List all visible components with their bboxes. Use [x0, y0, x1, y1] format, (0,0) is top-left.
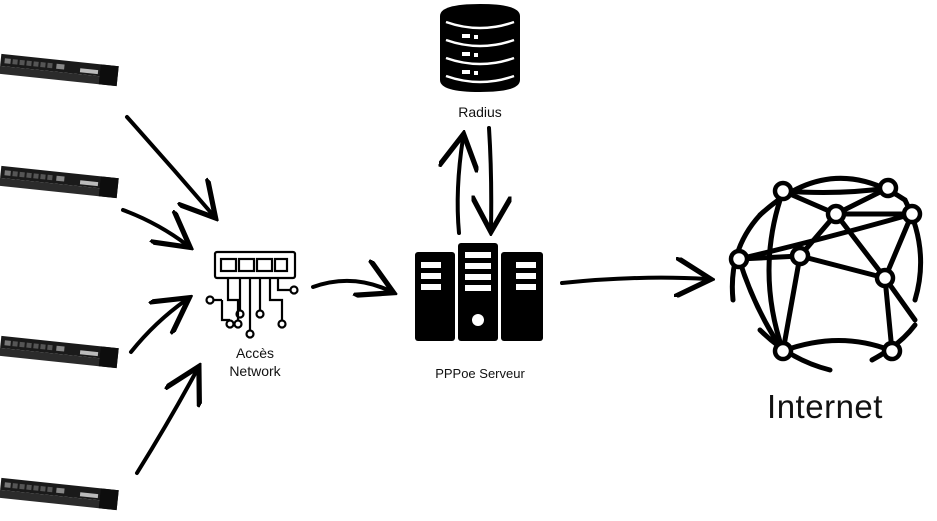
- arrow-router3-to-access: [129, 300, 186, 354]
- arrow-pppoe-to-internet: [560, 278, 707, 283]
- access-network-label-line1: Accès: [235, 345, 275, 361]
- server-rack-icon: [415, 243, 543, 341]
- globe-network-icon: [728, 175, 924, 373]
- arrow-radius-to-pppoe: [489, 126, 491, 228]
- arrow-pppoe-to-radius: [458, 138, 463, 235]
- arrow-router2-to-access: [121, 208, 187, 245]
- database-icon: [440, 4, 520, 92]
- arrow-access-to-pppoe: [311, 281, 390, 291]
- router-3-icon: [0, 335, 119, 369]
- pppoe-server-label: PPPoe Serveur: [435, 366, 525, 381]
- access-network-label: Accès Network: [200, 344, 310, 380]
- arrow-router4-to-access: [135, 370, 197, 475]
- router-1-icon: [0, 53, 119, 87]
- arrow-router1-to-access: [125, 115, 213, 215]
- internet-label: Internet: [767, 388, 883, 425]
- router-2-icon: [0, 165, 119, 199]
- access-network-label-line2: Network: [229, 363, 281, 379]
- router-4-icon: [0, 477, 119, 511]
- network-switch-icon: [205, 250, 299, 339]
- radius-label: Radius: [458, 104, 502, 120]
